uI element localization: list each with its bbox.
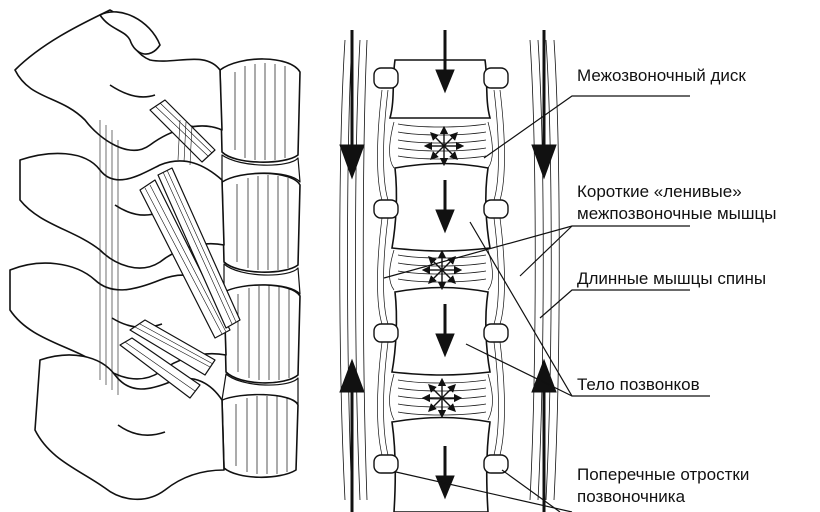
label-short-muscles-line2: межпозвоночные мышцы [577,204,777,224]
transverse-process [484,455,508,473]
right-down-arrow-icon [532,30,556,178]
frontal-spine-schematic [340,40,560,512]
label-transverse-line1: Поперечные отростки [577,465,749,485]
lateral-spine-illustration [10,10,300,499]
transverse-process [374,200,398,218]
transverse-process [374,455,398,473]
vertebral-body-3 [224,285,300,383]
label-vertebral-body: Тело позвонков [577,375,700,395]
transverse-process [374,68,398,88]
label-short-muscles-line1: Короткие «ленивые» [577,182,742,202]
transverse-process [484,324,508,342]
vertebral-body-c [392,418,490,512]
label-long-back-muscles: Длинные мышцы спины [577,269,766,289]
transverse-process [484,68,508,88]
vertebral-body-4 [222,395,298,478]
left-down-arrow-icon [340,30,364,178]
label-intervertebral-disc: Межозвоночный диск [577,66,746,86]
transverse-process [484,200,508,218]
leader-disc [484,96,690,158]
pressure-star-icon [426,382,458,414]
vertebral-body-a [392,164,490,252]
transverse-process [374,324,398,342]
vertebral-body-b [392,288,490,376]
vertebral-body-1 [220,59,300,162]
short-muscles [378,90,505,455]
intervertebral-disc [398,124,486,159]
left-up-arrow-icon [340,360,364,512]
vertebral-body-top [390,60,490,118]
leader-long-muscles [540,290,690,318]
label-transverse-line2: позвоночника [577,487,685,507]
leader-body-a [470,222,710,396]
